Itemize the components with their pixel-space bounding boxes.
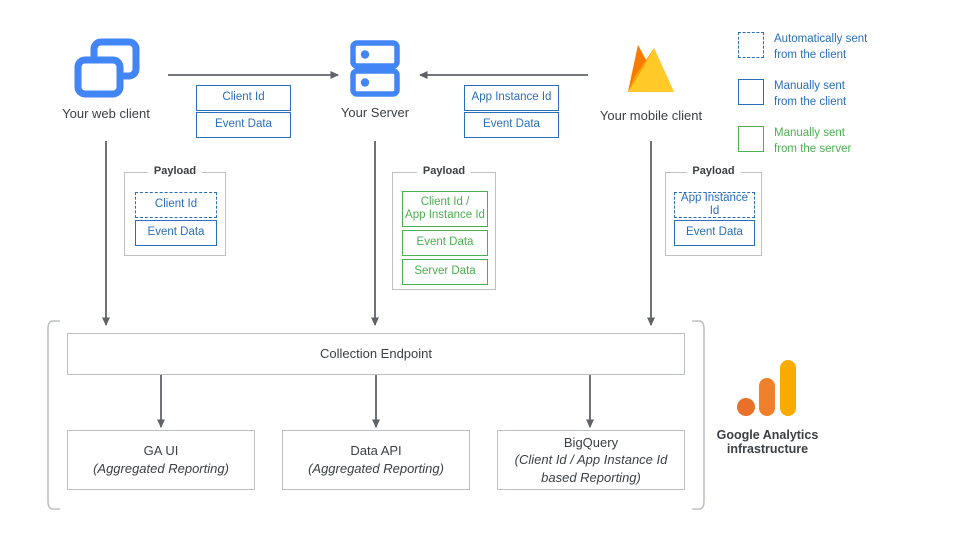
legend-swatch-dashed-blue: [738, 32, 764, 58]
payload-item-event-data: Event Data: [135, 220, 217, 246]
legend: Automatically sent from the client Manua…: [738, 32, 948, 173]
transit-chip-mobile-app-instance-id: App Instance Id: [464, 85, 559, 111]
payload-item-server-data: Server Data: [402, 259, 488, 285]
legend-swatch-solid-green: [738, 126, 764, 153]
web-client-icon: [74, 38, 140, 98]
legend-label-line2: from the server: [774, 142, 852, 155]
legend-item-automatically-sent-client: Automatically sent from the client: [738, 32, 948, 63]
legend-item-manually-sent-client: Manually sent from the client: [738, 79, 948, 110]
payload-title: Payload: [416, 165, 472, 177]
legend-label-line1: Manually sent: [774, 127, 845, 140]
payload-item-client-id: Client Id: [135, 192, 217, 218]
payload-web-client: Payload Client Id Event Data: [124, 165, 226, 256]
output-title: BigQuery: [563, 434, 619, 450]
output-subtitle: (Aggregated Reporting): [308, 461, 444, 476]
legend-item-manually-sent-server: Manually sent from the server: [738, 126, 948, 157]
payload-item-event-data: Event Data: [402, 230, 488, 256]
legend-swatch-solid-blue: [738, 79, 764, 106]
payload-title: Payload: [147, 165, 203, 177]
web-client-node: Your web client: [60, 38, 152, 121]
output-box-ga-ui: GA UI (Aggregated Reporting): [67, 430, 255, 490]
mobile-client-label: Your mobile client: [599, 108, 703, 123]
collection-endpoint-label: Collection Endpoint: [319, 346, 433, 362]
payload-item-client-app-instance-id: Client Id / App Instance Id: [402, 191, 488, 227]
mobile-client-node: Your mobile client: [585, 36, 717, 123]
server-label: Your Server: [340, 105, 410, 120]
collection-endpoint-box: Collection Endpoint: [67, 333, 685, 375]
payload-title: Payload: [686, 165, 741, 177]
legend-label-line2: from the client: [774, 48, 847, 61]
legend-label-line1: Automatically sent: [774, 33, 868, 45]
payload-item-app-instance-id: App Instance Id: [674, 192, 755, 218]
ga-infrastructure-label-line1: Google Analytics: [716, 428, 819, 442]
transit-chip-web-client-id: Client Id: [196, 85, 291, 111]
output-box-bigquery: BigQuery (Client Id / App Instance Id ba…: [497, 430, 685, 490]
ga-infrastructure-node: Google Analytics infrastructure: [705, 360, 830, 456]
legend-label-line2: from the client: [774, 95, 847, 108]
payload-item-line1: Client Id /: [420, 195, 470, 208]
web-client-label: Your web client: [62, 106, 150, 121]
output-subtitle-2: based Reporting): [541, 469, 641, 485]
output-box-data-api: Data API (Aggregated Reporting): [282, 430, 470, 490]
server-icon: [350, 40, 400, 97]
output-title: GA UI: [143, 443, 179, 459]
output-subtitle: (Client Id / App Instance Id: [514, 452, 668, 468]
transit-chip-web-event-data: Event Data: [196, 112, 291, 138]
legend-label: Automatically sent from the client: [774, 32, 867, 63]
server-node: Your Server: [335, 40, 415, 120]
payload-item-event-data: Event Data: [674, 220, 755, 246]
google-analytics-icon: [736, 360, 796, 416]
payload-server: Payload Client Id / App Instance Id Even…: [392, 165, 496, 290]
legend-label: Manually sent from the server: [774, 126, 851, 157]
legend-label: Manually sent from the client: [774, 79, 846, 110]
output-subtitle: (Aggregated Reporting): [93, 461, 229, 476]
firebase-icon: [628, 45, 674, 92]
transit-chip-mobile-event-data: Event Data: [464, 112, 559, 138]
legend-label-line1: Manually sent: [774, 80, 845, 93]
ga-infrastructure-label-line2: infrastructure: [726, 442, 809, 456]
payload-item-line2: App Instance Id: [405, 209, 485, 221]
payload-mobile-client: Payload App Instance Id Event Data: [665, 165, 762, 256]
output-title: Data API: [350, 443, 402, 459]
